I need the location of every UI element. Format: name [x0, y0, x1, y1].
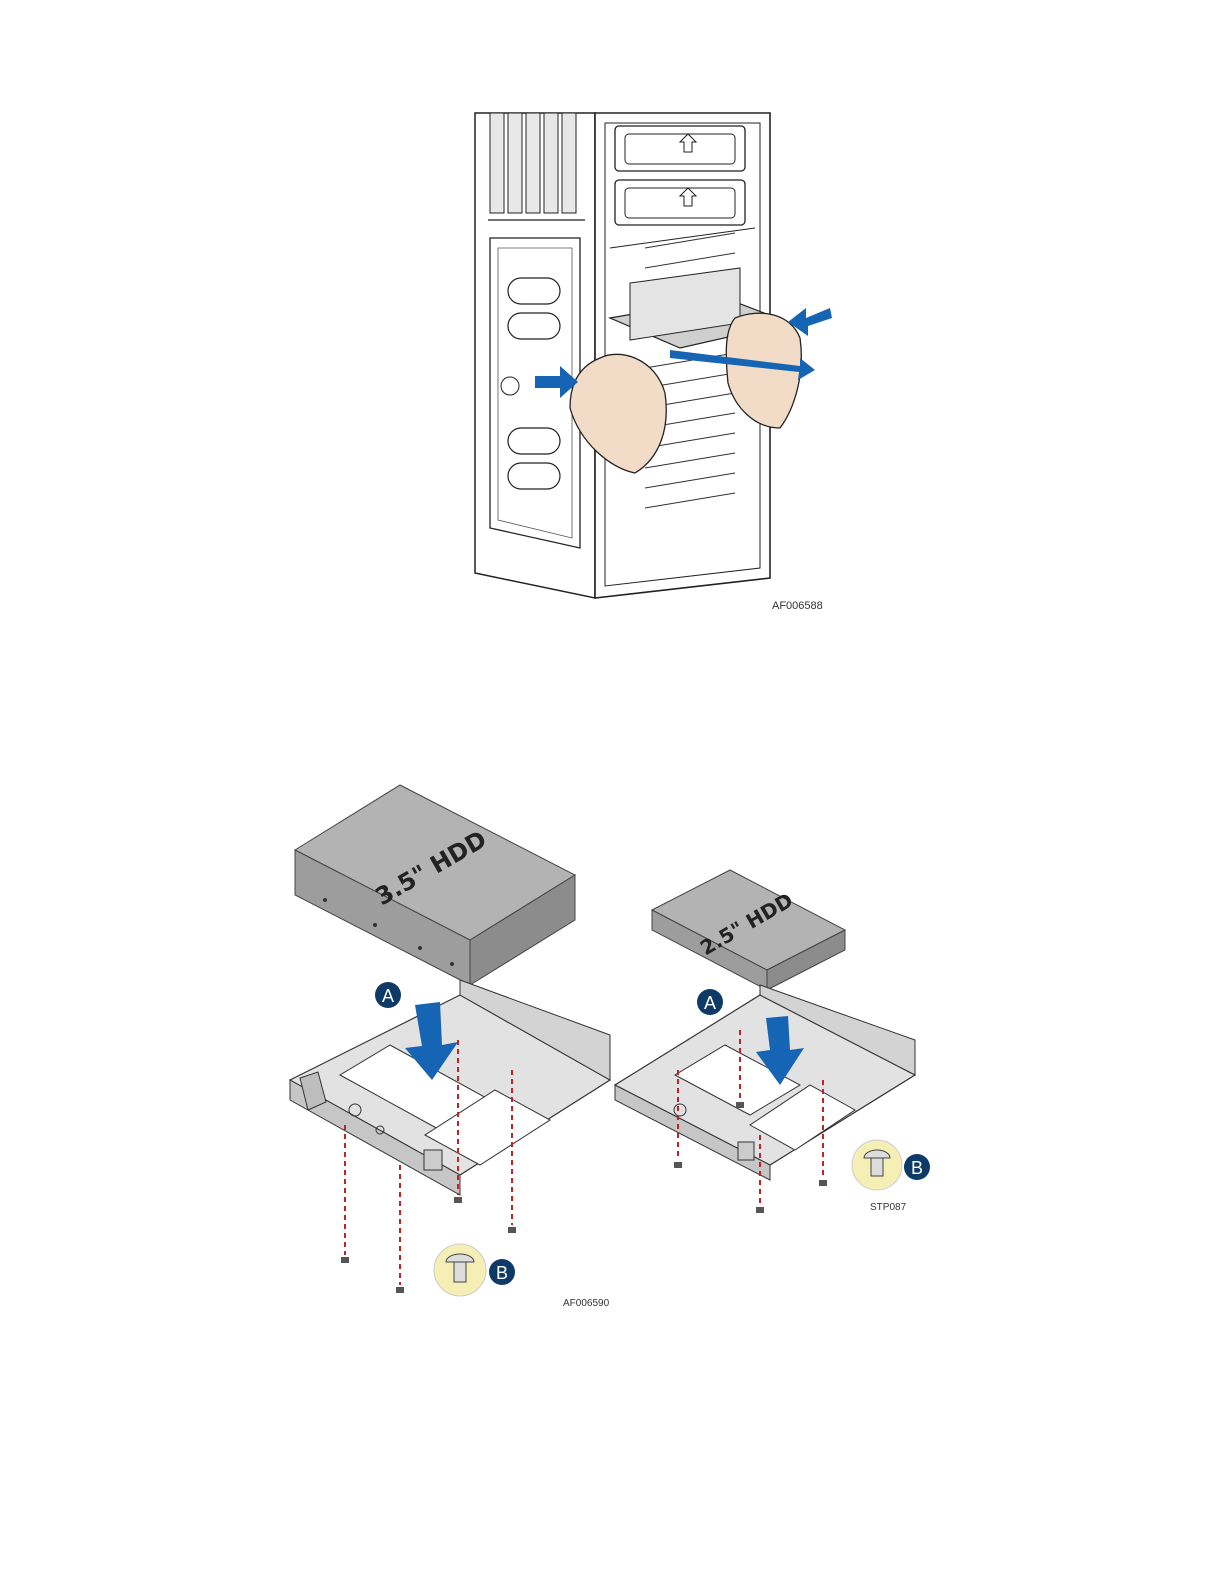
- step-b-left: B: [496, 1263, 508, 1283]
- chassis-illustration: [470, 108, 840, 608]
- step-a-right: A: [704, 993, 716, 1013]
- figure-code: AF006590: [563, 1298, 609, 1309]
- step-a-left: A: [382, 986, 394, 1006]
- hdd-3-5-drive: [295, 785, 575, 985]
- step-b-right: B: [911, 1158, 923, 1178]
- carrier-left: [290, 980, 610, 1195]
- figure-code: AF006588: [772, 600, 823, 612]
- hdd-carrier-illustration: 3.5" HDD A: [280, 780, 940, 1320]
- figure-hdd-installation: 3.5" HDD A: [280, 780, 940, 1320]
- inset-code: STP087: [870, 1202, 906, 1213]
- figure-carrier-removal: AF006588: [470, 108, 840, 608]
